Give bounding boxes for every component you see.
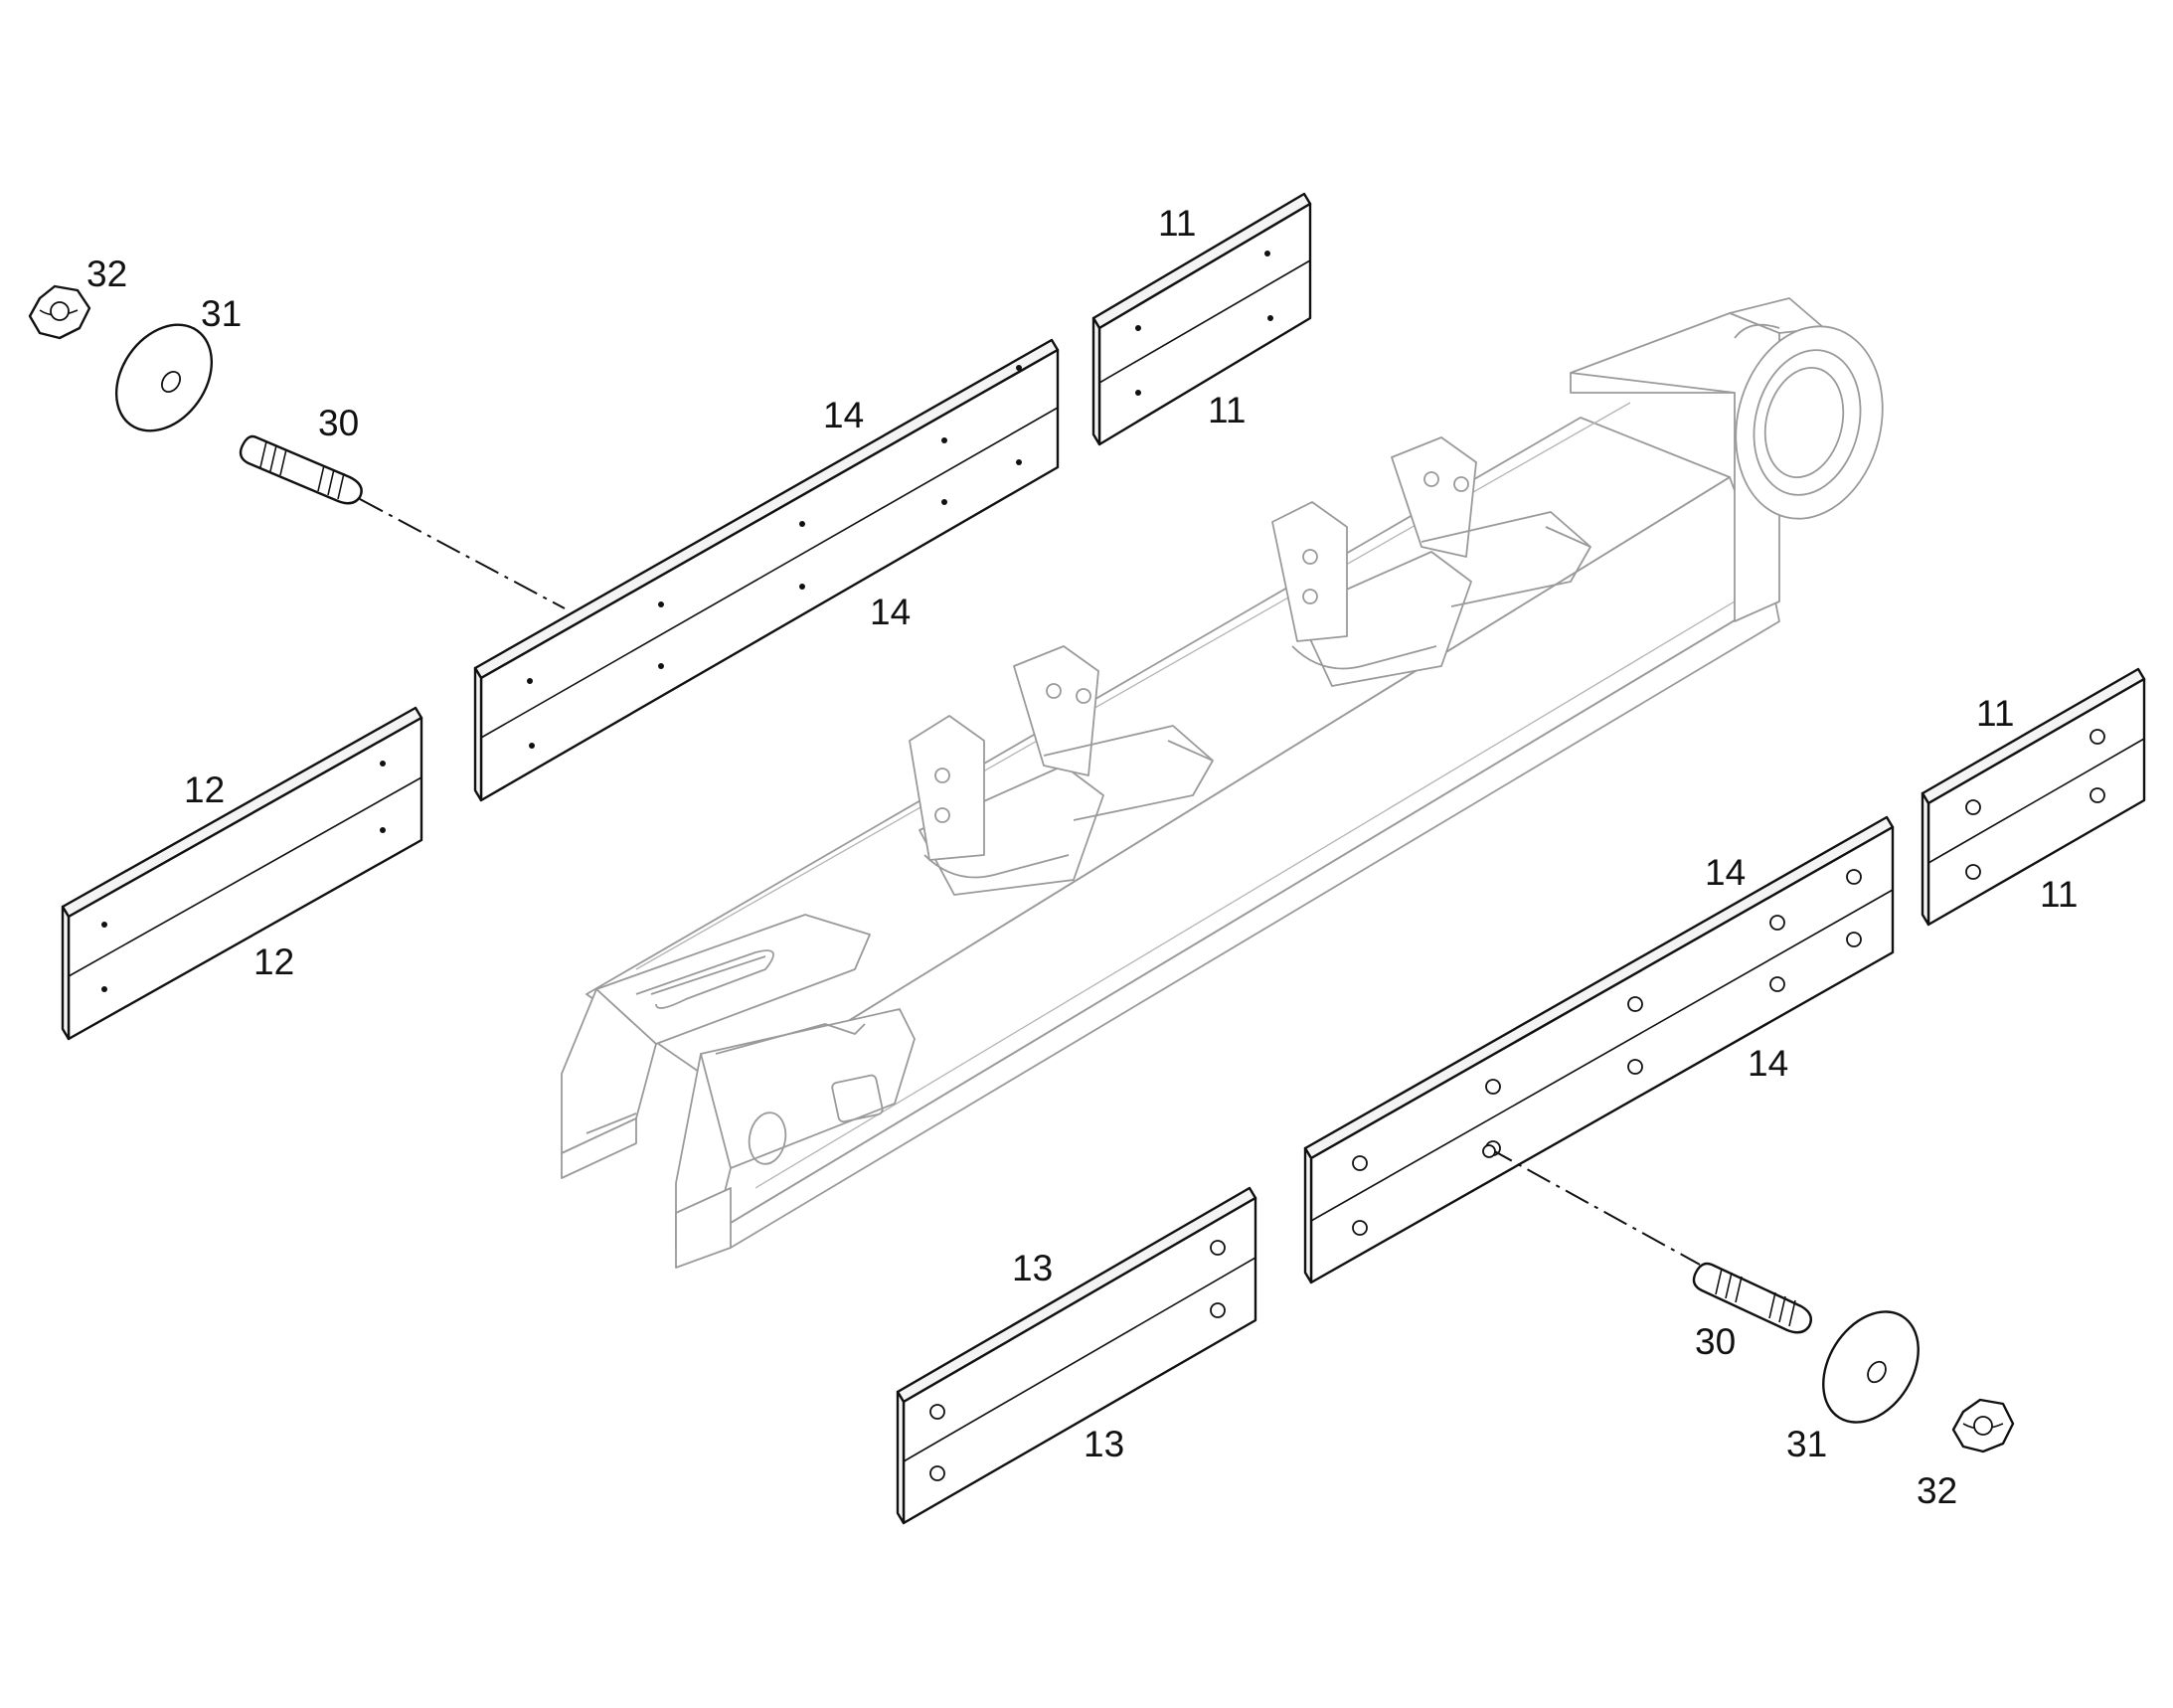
front-roller-bracket <box>909 645 1214 896</box>
callout-14-right-a: 14 <box>1705 852 1746 893</box>
callout-13-bottom-a: 13 <box>1012 1248 1053 1288</box>
callout-11-top-b: 11 <box>1208 390 1246 430</box>
wear-strip-14-right <box>1303 815 1895 1284</box>
callout-30-bottom: 30 <box>1695 1321 1736 1362</box>
leader-line-top <box>359 498 566 609</box>
wear-plate-12-left <box>61 706 423 1041</box>
stud-30-top <box>239 434 363 505</box>
stud-30-bottom <box>1692 1262 1812 1334</box>
nut-32-top <box>28 284 91 340</box>
callout-12-left-b: 12 <box>253 941 294 982</box>
callout-30-top: 30 <box>318 403 359 443</box>
drive-ring <box>1734 323 1884 520</box>
callout-14-top-b: 14 <box>870 592 911 632</box>
track-frame <box>561 297 1884 1269</box>
leader-line-bottom <box>1488 1147 1701 1266</box>
wear-plate-11-top <box>1091 192 1312 446</box>
callout-31-bottom: 31 <box>1786 1424 1827 1464</box>
wear-plate-11-right <box>1921 667 2146 927</box>
callout-13-bottom-b: 13 <box>1084 1424 1124 1464</box>
nut-32-bottom <box>1951 1398 2015 1453</box>
wear-plate-13-bottom <box>896 1186 1257 1525</box>
callout-11-right-a: 11 <box>1976 693 2014 734</box>
callout-14-top-a: 14 <box>823 395 864 435</box>
callout-32-top: 32 <box>86 254 127 294</box>
washer-31-bottom <box>1822 1310 1920 1424</box>
callout-31-top: 31 <box>201 293 242 334</box>
front-yoke <box>561 914 916 1269</box>
callout-11-right-b: 11 <box>2040 874 2078 915</box>
callout-32-bottom: 32 <box>1917 1470 1957 1511</box>
callout-14-right-b: 14 <box>1748 1043 1788 1084</box>
rear-roller-bracket <box>1271 436 1591 687</box>
washer-31-top <box>114 323 214 432</box>
callout-11-top-a: 11 <box>1158 203 1196 244</box>
wear-strip-14-top <box>473 338 1060 802</box>
callout-12-left-a: 12 <box>184 769 225 810</box>
